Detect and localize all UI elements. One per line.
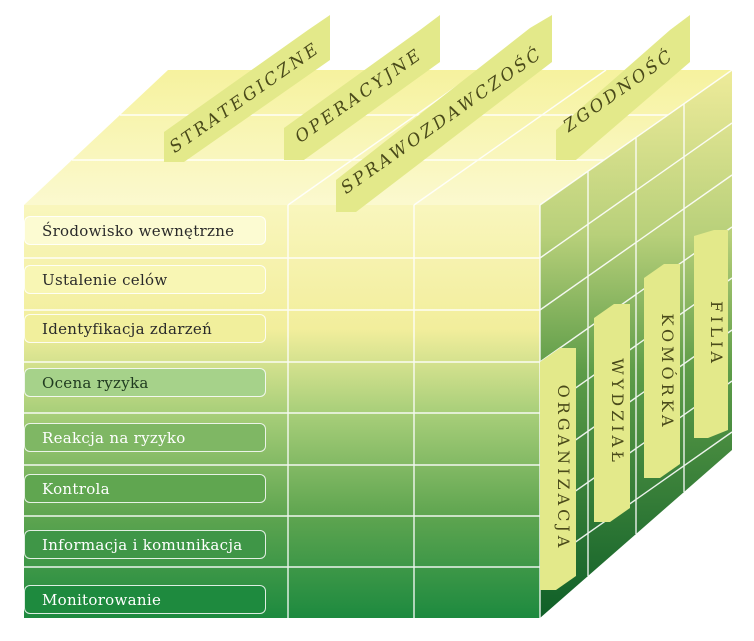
component-label-informacja-i-komunikacja: Informacja i komunikacja: [24, 530, 266, 559]
unit-tag-wydzial: WYDZIAŁ: [594, 304, 630, 522]
component-label-ustalenie-celow: Ustalenie celów: [24, 265, 266, 294]
unit-label-wydzial: WYDZIAŁ: [608, 358, 627, 466]
unit-tag-organizacja: ORGANIZACJA: [540, 348, 576, 590]
unit-tag-filia: FILIA: [694, 230, 728, 438]
unit-tag-komorka: KOMÓRKA: [644, 264, 680, 478]
component-label-ocena-ryzyka: Ocena ryzyka: [24, 368, 266, 397]
unit-label-filia: FILIA: [707, 301, 726, 367]
cube-front-face: [24, 205, 540, 618]
component-label-reakcja-na-ryzyko: Reakcja na ryzyko: [24, 423, 266, 452]
cube-top-face: [24, 70, 732, 205]
component-label-srodowisko: Środowisko wewnętrzne: [24, 216, 266, 245]
unit-label-organizacja: ORGANIZACJA: [554, 385, 573, 552]
component-label-monitorowanie: Monitorowanie: [24, 585, 266, 614]
component-label-identyfikacja-zdarzen: Identyfikacja zdarzeń: [24, 314, 266, 343]
unit-label-komorka: KOMÓRKA: [658, 313, 678, 430]
component-label-kontrola: Kontrola: [24, 474, 266, 503]
